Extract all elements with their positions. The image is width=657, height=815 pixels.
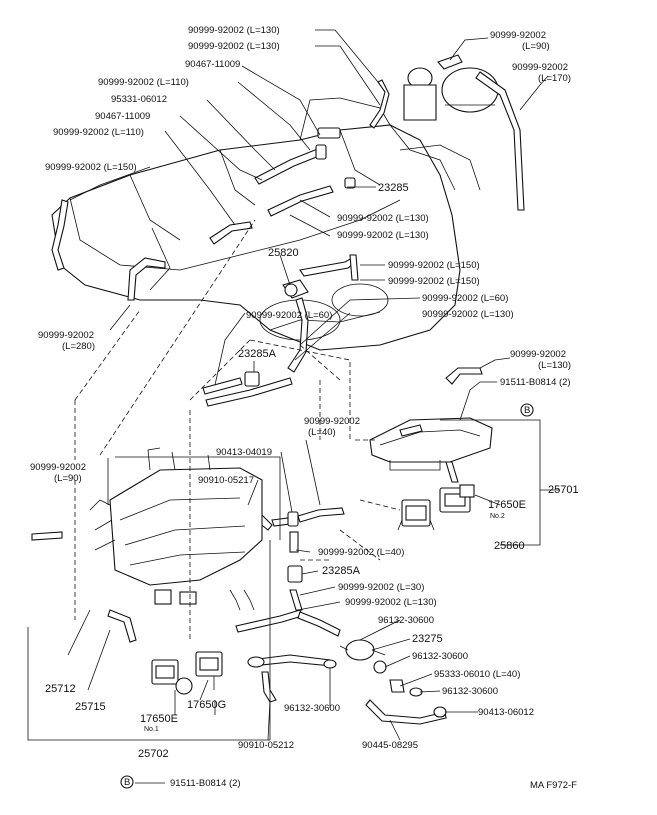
svg-text:B: B xyxy=(524,405,530,416)
vsv-25860 xyxy=(397,499,435,531)
label-p25702: 25702 xyxy=(138,748,169,760)
vsv-17650e-no2 xyxy=(439,484,475,513)
ref-b-bottom: B xyxy=(120,775,134,789)
label-h90a2: (L=90) xyxy=(522,41,550,52)
label-p17650e1: 17650E xyxy=(140,713,178,725)
label-p17650e2: 17650E xyxy=(488,499,526,511)
label-p23275: 23275 xyxy=(412,633,443,645)
label-h150c: 90999-92002 (L=150) xyxy=(388,276,480,287)
label-h150a: 90999-92002 (L=150) xyxy=(45,162,137,173)
label-h90bb: (L=90) xyxy=(54,473,82,484)
label-p08295: 90445-08295 xyxy=(362,740,418,751)
label-h170: 90999-92002 xyxy=(512,62,568,73)
vsv-17650e-no1 xyxy=(151,659,193,695)
valve-23275 xyxy=(339,639,387,674)
label-h60a: 90999-92002 (L=60) xyxy=(422,293,508,304)
label-h90a: 90999-92002 xyxy=(490,30,546,41)
label-h110b: 90999-92002 (L=110) xyxy=(53,127,144,138)
label-h30: 90999-92002 (L=30) xyxy=(338,582,424,593)
label-h150b: 90999-92002 (L=150) xyxy=(388,260,480,271)
label-p04019: 90413-04019 xyxy=(216,447,272,458)
vsv-25820 xyxy=(282,279,309,299)
label-h40ab: (L=40) xyxy=(308,427,336,438)
label-h60b: 90999-92002 (L=60) xyxy=(246,310,332,321)
label-p05212: 90910-05212 xyxy=(238,740,294,751)
label-no1: No.1 xyxy=(144,726,159,733)
label-h130b: 90999-92002 (L=130) xyxy=(188,41,280,52)
label-p96132a: 96132-30600 xyxy=(378,615,434,626)
label-p91511a: 91511-B0814 (2) xyxy=(500,377,571,388)
label-p23285: 23285 xyxy=(378,182,409,194)
label-h130d: 90999-92002 (L=130) xyxy=(337,230,429,241)
lower-hoses xyxy=(247,654,447,725)
label-p25712: 25712 xyxy=(45,683,76,695)
label-h90b: 90999-92002 xyxy=(30,462,86,473)
label-h170b: (L=170) xyxy=(538,73,571,84)
upper-hoses xyxy=(51,54,525,301)
label-p96132d: 96132-30600 xyxy=(284,703,340,714)
bracket-25701 xyxy=(369,417,493,483)
leader-lines xyxy=(67,29,549,784)
label-h40a: 90999-92002 xyxy=(304,416,360,427)
label-h40b: 90999-92002 (L=40) xyxy=(318,547,404,558)
harness-assembly xyxy=(31,447,263,643)
label-p25715: 25715 xyxy=(75,701,106,713)
label-h130a: 90999-92002 (L=130) xyxy=(188,25,280,36)
ref-b-top: B xyxy=(520,403,534,417)
label-p23285a2: 23285A xyxy=(322,565,361,577)
label-p11009b: 90467-11009 xyxy=(95,111,150,122)
label-p05217: 90910-05217 xyxy=(198,475,254,486)
label-p23285a1: 23285A xyxy=(238,348,277,360)
label-h130g: 90999-92002 (L=130) xyxy=(345,597,437,608)
label-p11009a: 90467-11009 xyxy=(185,59,240,70)
label-p95333: 95333-06010 (L=40) xyxy=(434,669,520,680)
label-h130fb: (L=130) xyxy=(538,360,571,371)
label-h110a: 90999-92002 (L=110) xyxy=(98,77,189,88)
frame-brackets xyxy=(27,419,560,741)
label-h130f: 90999-92002 xyxy=(510,349,566,360)
label-p91511b: 91511-B0814 (2) xyxy=(170,778,241,789)
label-h280b: (L=280) xyxy=(62,341,95,352)
label-h130c: 90999-92002 (L=130) xyxy=(337,213,429,224)
label-no2: No.2 xyxy=(490,513,505,520)
label-p96132c: 96132-30600 xyxy=(442,686,498,697)
engine-outline xyxy=(51,97,481,351)
label-h280: 90999-92002 xyxy=(38,330,94,341)
label-p96132b: 96132-30600 xyxy=(412,651,468,662)
label-p17650g: 17650G xyxy=(187,699,226,711)
label-code: MA F972-F xyxy=(530,780,577,791)
part-labels: 90999-92002 (L=130) 90999-92002 (L=130) … xyxy=(30,25,579,791)
vsv-17650g xyxy=(195,651,223,690)
label-p25860: 25860 xyxy=(494,540,525,552)
label-p25701: 25701 xyxy=(548,484,579,496)
label-h130e: 90999-92002 (L=130) xyxy=(422,309,514,320)
label-p06012: 90413-06012 xyxy=(478,707,534,718)
svg-text:B: B xyxy=(124,777,130,788)
dashed-guides xyxy=(74,219,401,640)
label-p25820: 25820 xyxy=(268,247,299,259)
label-p95331: 95331-06012 xyxy=(111,94,167,105)
